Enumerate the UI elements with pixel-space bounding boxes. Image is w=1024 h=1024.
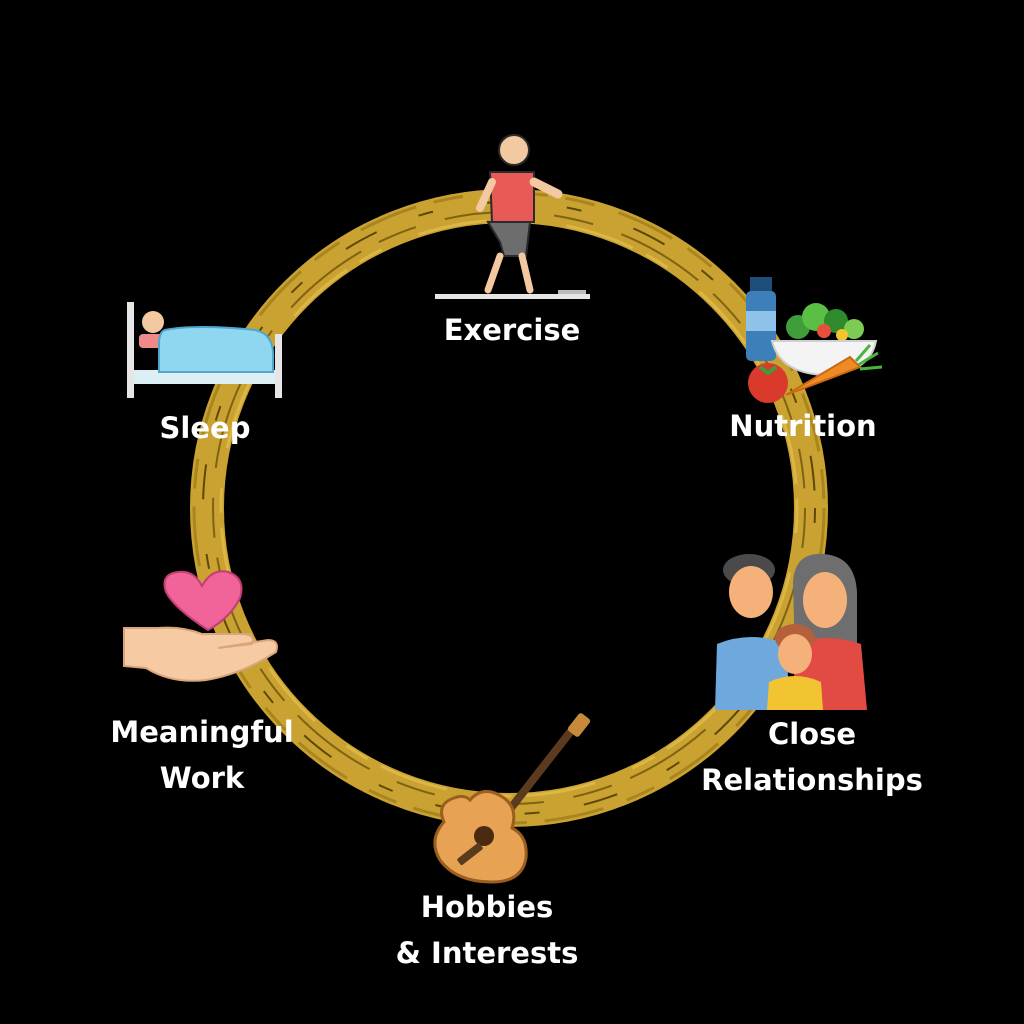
node-label-line: Sleep bbox=[159, 411, 251, 445]
node-label-line: Exercise bbox=[443, 313, 581, 347]
family-icon bbox=[715, 553, 867, 710]
node-label-line: Nutrition bbox=[729, 409, 877, 443]
node-label-close-relationships: Close Relationships bbox=[701, 711, 923, 803]
node-label-nutrition: Nutrition bbox=[729, 403, 876, 449]
node-label-sleep: Sleep bbox=[160, 405, 251, 451]
healthy-food-icon bbox=[746, 277, 883, 403]
node-label-line: Close bbox=[767, 717, 857, 751]
node-label-meaningful-work: Meaningful Work bbox=[110, 709, 293, 801]
node-label-line: Hobbies bbox=[420, 890, 554, 924]
guitar-icon bbox=[433, 713, 591, 884]
node-label-line: Meaningful bbox=[110, 715, 294, 749]
heart-in-hand-icon bbox=[123, 570, 278, 682]
person-walking-icon bbox=[435, 134, 590, 299]
node-label-line: Work bbox=[159, 761, 245, 795]
node-label-line: Relationships bbox=[701, 763, 923, 797]
node-label-line: & Interests bbox=[395, 936, 579, 970]
node-label-hobbies-interests: Hobbies & Interests bbox=[396, 884, 579, 976]
person-in-bed-icon bbox=[127, 302, 282, 398]
node-label-exercise: Exercise bbox=[444, 307, 581, 353]
